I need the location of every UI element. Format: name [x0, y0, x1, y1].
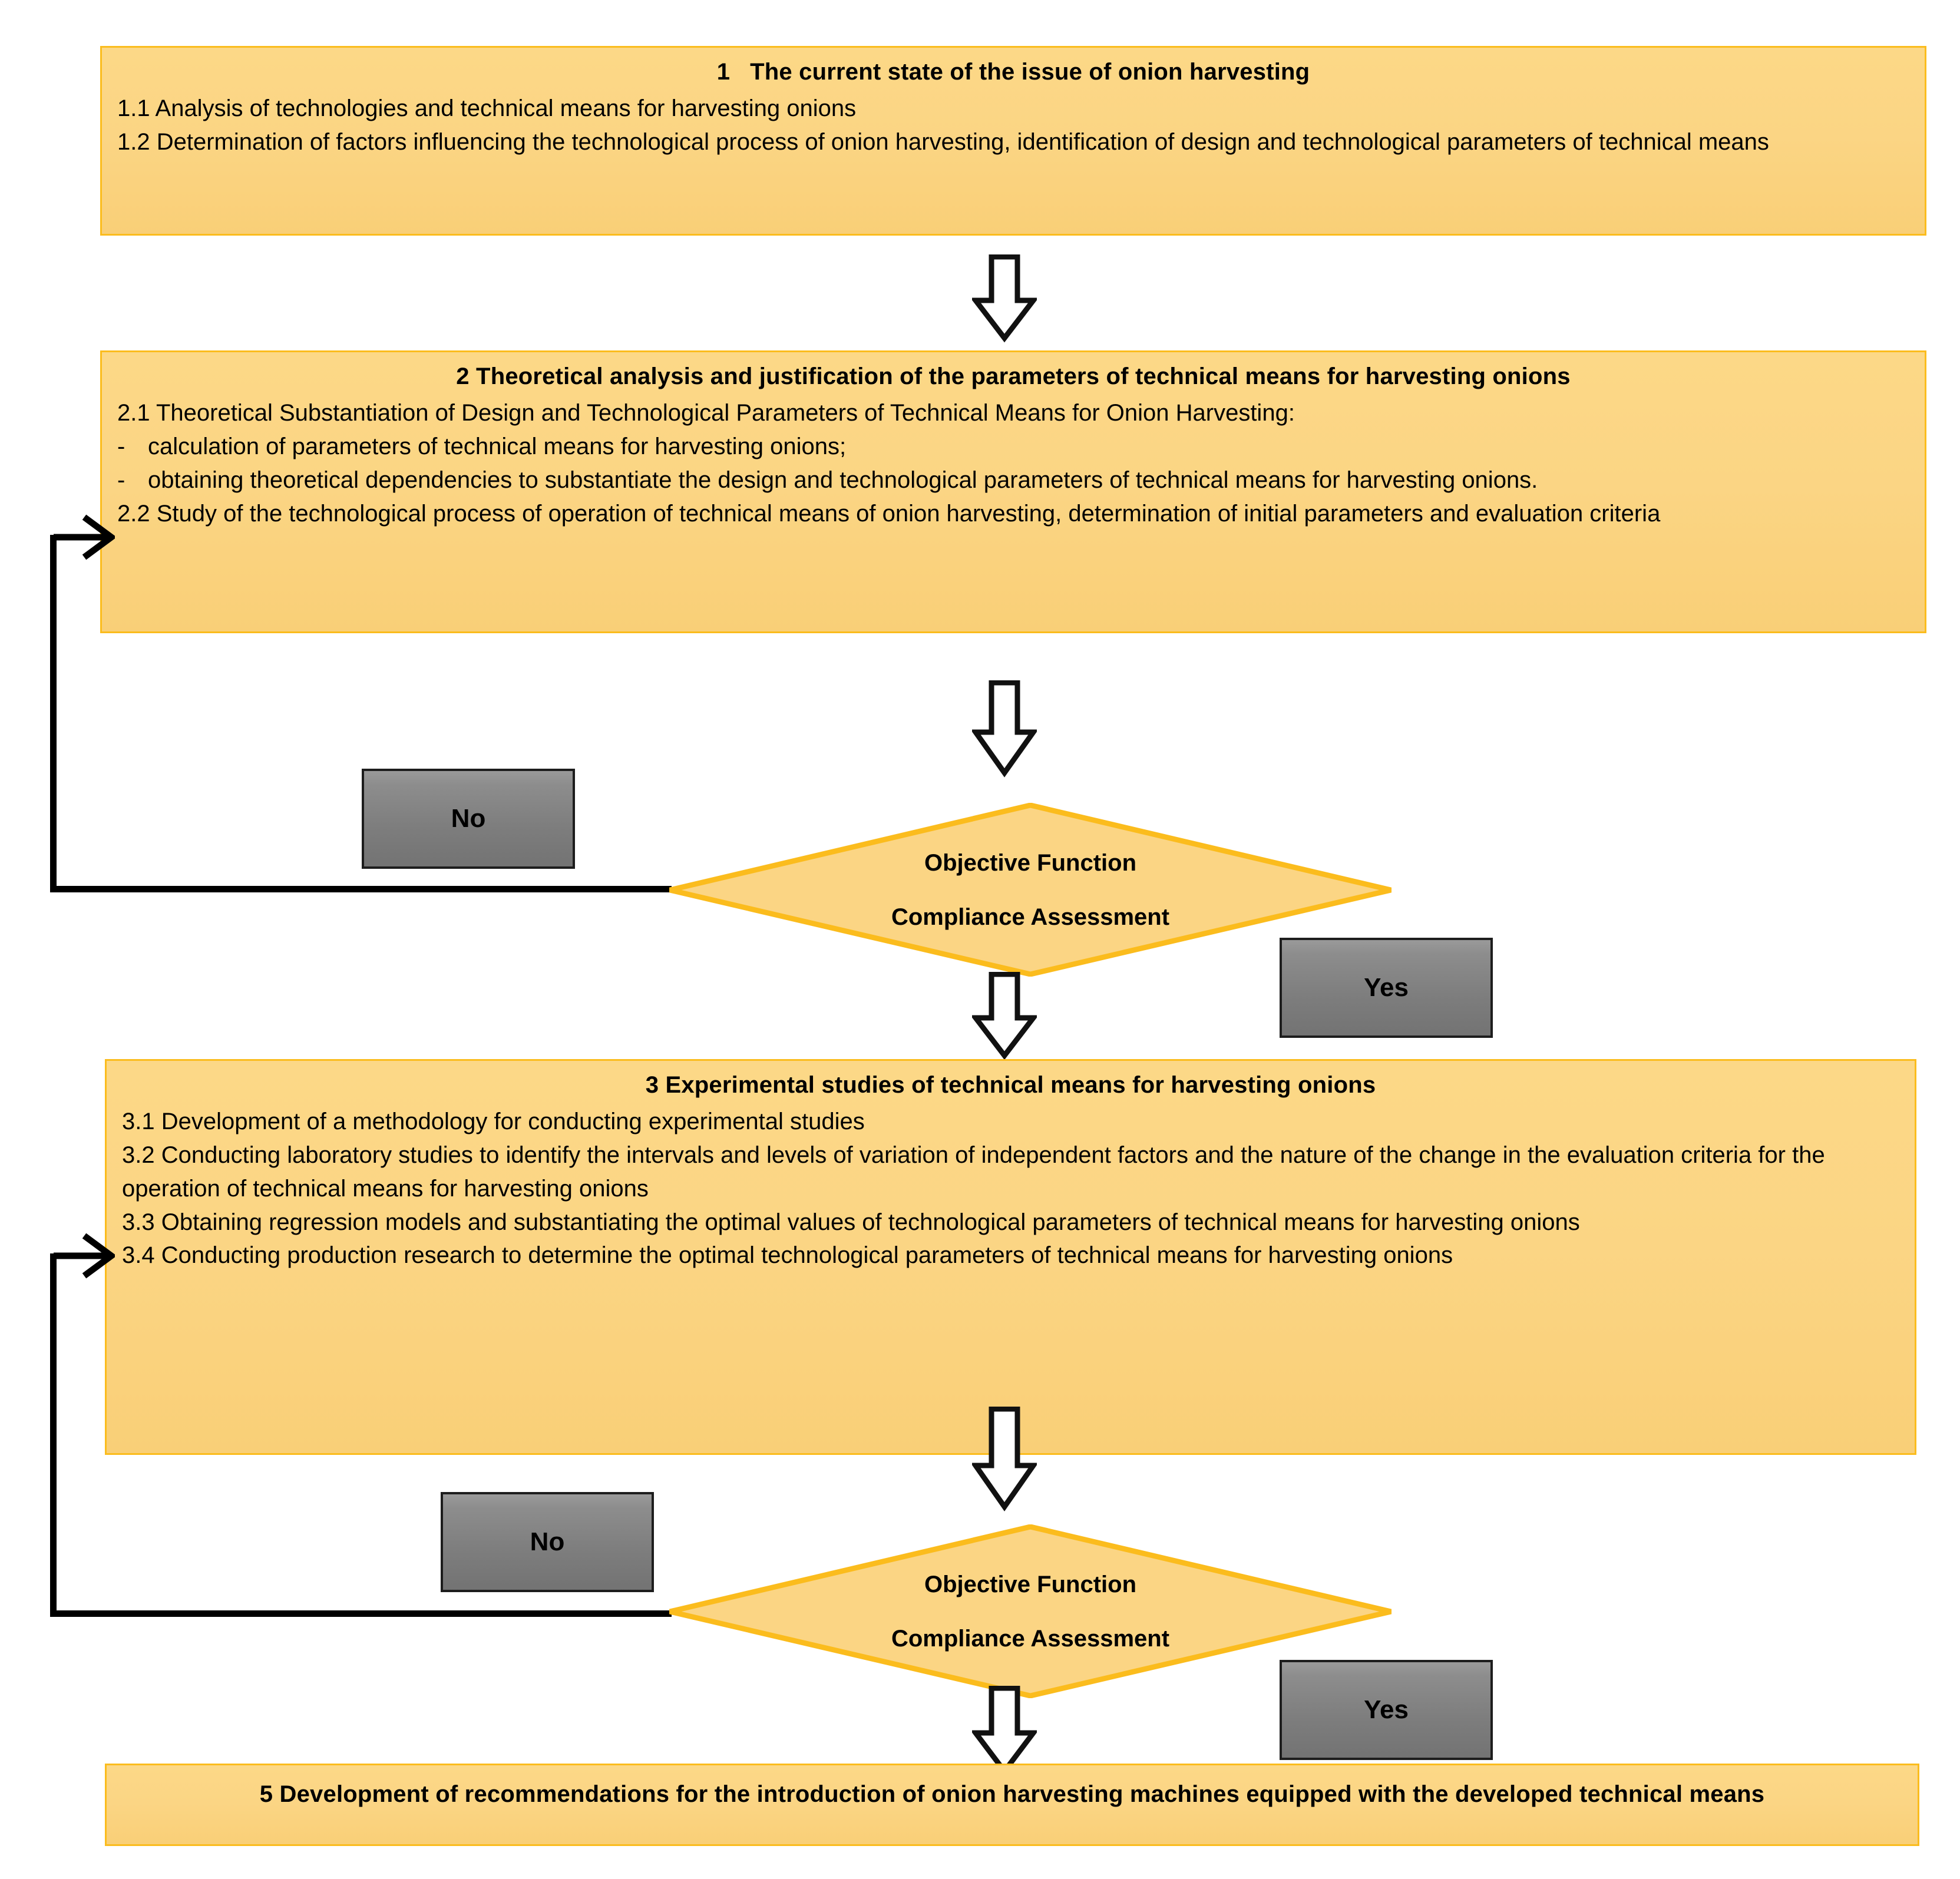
feedback-loop-2-horizontal: [50, 1610, 672, 1617]
stage-1-title-text: The current state of the issue of onion …: [750, 59, 1310, 85]
stage-2-box[interactable]: 2 Theoretical analysis and justification…: [100, 350, 1926, 633]
stage-2-line-2-1: 2.1 Theoretical Substantiation of Design…: [117, 400, 1295, 426]
stage-3-line-3-3: 3.3 Obtaining regression models and subs…: [122, 1209, 1580, 1235]
decision-2-yes-label: Yes: [1364, 1695, 1409, 1724]
arrow-stage1-to-stage2: [970, 254, 1039, 343]
feedback-loop-1-vertical: [50, 535, 57, 892]
decision-2-no-box[interactable]: No: [441, 1492, 654, 1592]
stage-2-title: 2 Theoretical analysis and justification…: [456, 363, 1571, 389]
arrow-stage3-to-decision2: [970, 1406, 1039, 1511]
decision-1-yes-box[interactable]: Yes: [1280, 938, 1493, 1038]
arrow-decision1-to-stage3: [970, 971, 1039, 1060]
stage-5-title: 5 Development of recommendations for the…: [259, 1781, 1765, 1807]
stage-2-bullet-2-text: obtaining theoretical dependencies to su…: [148, 467, 1538, 493]
stage-2-bullet-1-text: calculation of parameters of technical m…: [148, 433, 847, 459]
decision-1-no-box[interactable]: No: [362, 769, 575, 869]
stage-2-bullet-2: - obtaining theoretical dependencies to …: [117, 464, 1909, 497]
stage-1-box[interactable]: 1 The current state of the issue of onion…: [100, 46, 1926, 236]
stage-2-bullet-1: - calculation of parameters of technical…: [117, 430, 1909, 464]
bullet-marker-icon: -: [117, 467, 125, 493]
decision-1-yes-label: Yes: [1364, 973, 1409, 1002]
stage-1-title: 1 The current state of the issue of onion…: [117, 56, 1909, 88]
feedback-loop-2-vertical: [50, 1253, 57, 1616]
stage-3-box[interactable]: 3 Experimental studies of technical mean…: [105, 1059, 1916, 1455]
decision-1-no-label: No: [451, 804, 486, 833]
arrow-stage2-to-decision1: [970, 680, 1039, 778]
stage-1-line-1-1: 1.1 Analysis of technologies and technic…: [117, 95, 857, 122]
feedback-loop-1-arrowhead-icon: [50, 512, 117, 562]
stage-3-title: 3 Experimental studies of technical mean…: [645, 1072, 1376, 1098]
stage-3-line-3-1: 3.1 Development of a methodology for con…: [122, 1109, 865, 1135]
arrow-decision2-to-stage5: [970, 1685, 1039, 1776]
feedback-loop-2-arrowhead-icon: [50, 1231, 117, 1281]
stage-1-line-1-2: 1.2 Determination of factors influencing…: [117, 128, 1769, 155]
decision-2-yes-box[interactable]: Yes: [1280, 1660, 1493, 1760]
feedback-loop-1-horizontal: [50, 886, 672, 892]
stage-3-line-3-2: 3.2 Conducting laboratory studies to ide…: [122, 1142, 1825, 1202]
stage-5-box[interactable]: 5 Development of recommendations for the…: [105, 1764, 1919, 1846]
stage-3-line-3-4: 3.4 Conducting production research to de…: [122, 1242, 1453, 1269]
bullet-marker-icon: -: [117, 433, 125, 459]
stage-2-line-2-2: 2.2 Study of the technological process o…: [117, 500, 1661, 527]
stage-1-title-number: 1: [716, 59, 731, 85]
decision-2-no-label: No: [530, 1527, 565, 1556]
